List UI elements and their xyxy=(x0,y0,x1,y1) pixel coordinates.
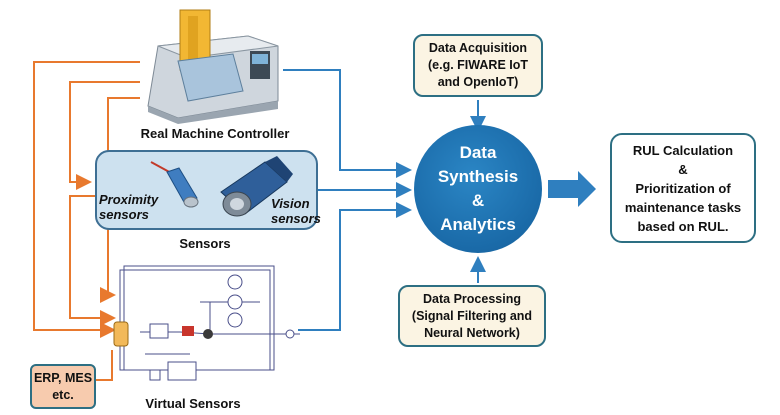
data-processing-text: Data Processing (Signal Filtering and Ne… xyxy=(411,291,533,340)
vision-text: Vision sensors xyxy=(271,196,321,226)
proximity-sensors-label: Proximity sensors xyxy=(99,192,169,222)
data-processing-box: Data Processing (Signal Filtering and Ne… xyxy=(398,285,546,347)
data-synthesis-circle: Data Synthesis & Analytics xyxy=(414,125,542,253)
rul-box: RUL Calculation & Prioritization of main… xyxy=(610,133,756,243)
data-acquisition-text: Data Acquisition (e.g. FIWARE IoT and Op… xyxy=(428,41,528,89)
data-synthesis-text: Data Synthesis & Analytics xyxy=(437,143,519,234)
virtual-sensors-label: Virtual Sensors xyxy=(145,396,241,411)
sensors-label: Sensors xyxy=(179,236,231,251)
erp-mes-box: ERP, MES etc. xyxy=(30,364,96,409)
vision-sensors-label: Vision sensors xyxy=(271,196,321,226)
machine-label: Real Machine Controller xyxy=(140,126,290,141)
data-acquisition-box: Data Acquisition (e.g. FIWARE IoT and Op… xyxy=(413,34,543,97)
rul-text: RUL Calculation & Prioritization of main… xyxy=(624,142,742,234)
orange-feedback-lines xyxy=(33,61,140,381)
vision-sensor-image xyxy=(220,156,293,217)
cnc-machine-image xyxy=(138,6,286,124)
blue-input-lines xyxy=(283,69,486,331)
sensors-panel: Proximity sensors Vision sensors xyxy=(95,150,321,230)
proximity-sensor-image xyxy=(150,161,199,208)
rul-arrow xyxy=(548,171,596,207)
erp-mes-text: ERP, MES etc. xyxy=(33,370,93,402)
proximity-text: Proximity sensors xyxy=(99,192,159,222)
virtual-sensors-schematic xyxy=(110,262,305,390)
